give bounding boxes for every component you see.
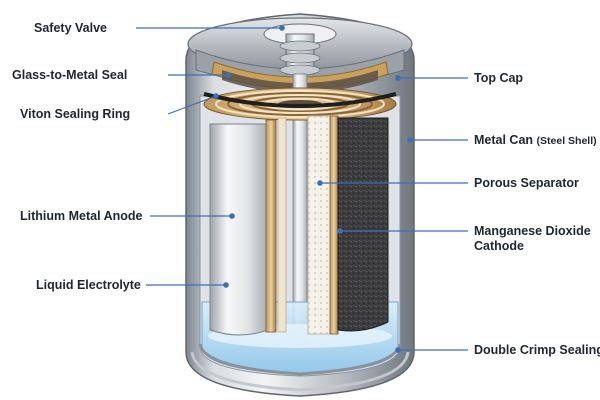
label-viton-sealing-ring: Viton Sealing Ring (20, 107, 130, 122)
label-metal-can-note: (Steel Shell) (537, 135, 597, 147)
label-top-cap: Top Cap (474, 71, 523, 86)
label-metal-can: Metal Can (Steel Shell) (474, 133, 597, 149)
label-safety-valve: Safety Valve (34, 21, 107, 36)
lithium-anode (210, 118, 286, 335)
label-cathode-line1: Manganese Dioxide (474, 224, 591, 238)
label-metal-can-text: Metal Can (474, 133, 533, 147)
label-cathode-line2: Cathode (474, 239, 524, 253)
label-glass-to-metal-seal: Glass-to-Metal Seal (12, 68, 127, 83)
label-double-crimp-sealing: Double Crimp Sealing (474, 343, 600, 358)
label-lithium-anode: Lithium Metal Anode (20, 209, 142, 224)
electrode-coil-top (204, 88, 396, 120)
label-porous-separator: Porous Separator (474, 176, 579, 191)
porous-separator (308, 116, 330, 334)
label-liquid-electrolyte: Liquid Electrolyte (36, 278, 141, 293)
manganese-dioxide-cathode (330, 116, 388, 334)
